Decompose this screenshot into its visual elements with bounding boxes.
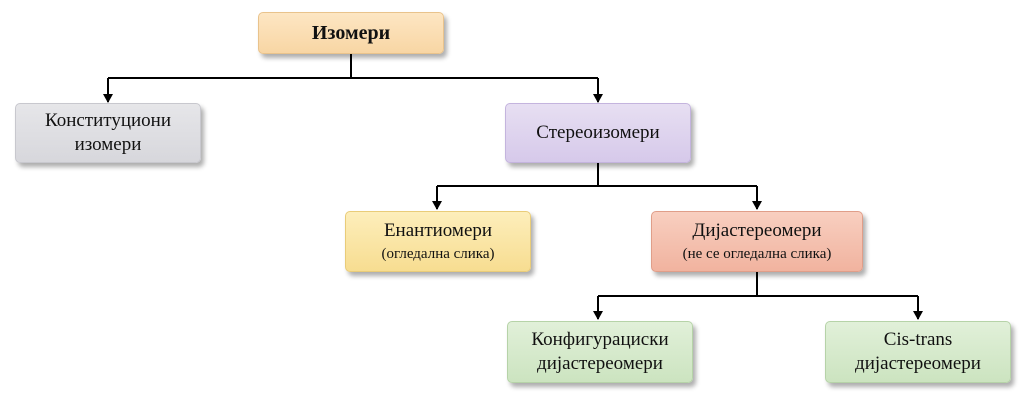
constitutional-isomers-node: Конституциони изомери bbox=[15, 103, 201, 163]
configurational-diastereomers-node: Конфигурациски дијастереомери bbox=[507, 321, 693, 383]
stereo-label: Стереоизомери bbox=[536, 122, 660, 144]
arrowhead-enantiomers bbox=[432, 201, 442, 210]
root-label: Изомери bbox=[311, 21, 391, 44]
enantiomers-node: Енантиомери (огледална слика) bbox=[345, 211, 531, 272]
diastereomers-label-line2: (не се огледална слика) bbox=[682, 246, 832, 262]
root-node: Изомери bbox=[258, 12, 444, 54]
diastereomers-node: Дијастереомери (не се огледална слика) bbox=[651, 211, 863, 272]
constitutional-label-line1: Конституциони bbox=[44, 110, 172, 132]
arrowhead-cistrans bbox=[913, 311, 923, 320]
cistrans-label-line1: Cis-trans bbox=[883, 329, 953, 351]
cis-trans-diastereomers-node: Cis-trans дијастереомери bbox=[825, 321, 1011, 383]
constitutional-label-line2: изомери bbox=[74, 134, 142, 155]
cistrans-label-line2: дијастереомери bbox=[855, 353, 981, 374]
configurational-label-line1: Конфигурациски bbox=[531, 329, 669, 351]
diastereomers-label-line1: Дијастереомери bbox=[692, 220, 822, 242]
enantiomers-label-line2: (огледална слика) bbox=[381, 246, 495, 262]
enantiomers-label-line1: Енантиомери bbox=[383, 220, 493, 242]
stereoisomers-node: Стереоизомери bbox=[505, 103, 691, 163]
arrowhead-diastereomers bbox=[752, 201, 762, 210]
configurational-label-line2: дијастереомери bbox=[537, 353, 663, 374]
arrowhead-constitutional bbox=[103, 94, 113, 103]
arrowhead-configurational bbox=[593, 311, 603, 320]
arrowhead-stereo bbox=[593, 94, 603, 103]
